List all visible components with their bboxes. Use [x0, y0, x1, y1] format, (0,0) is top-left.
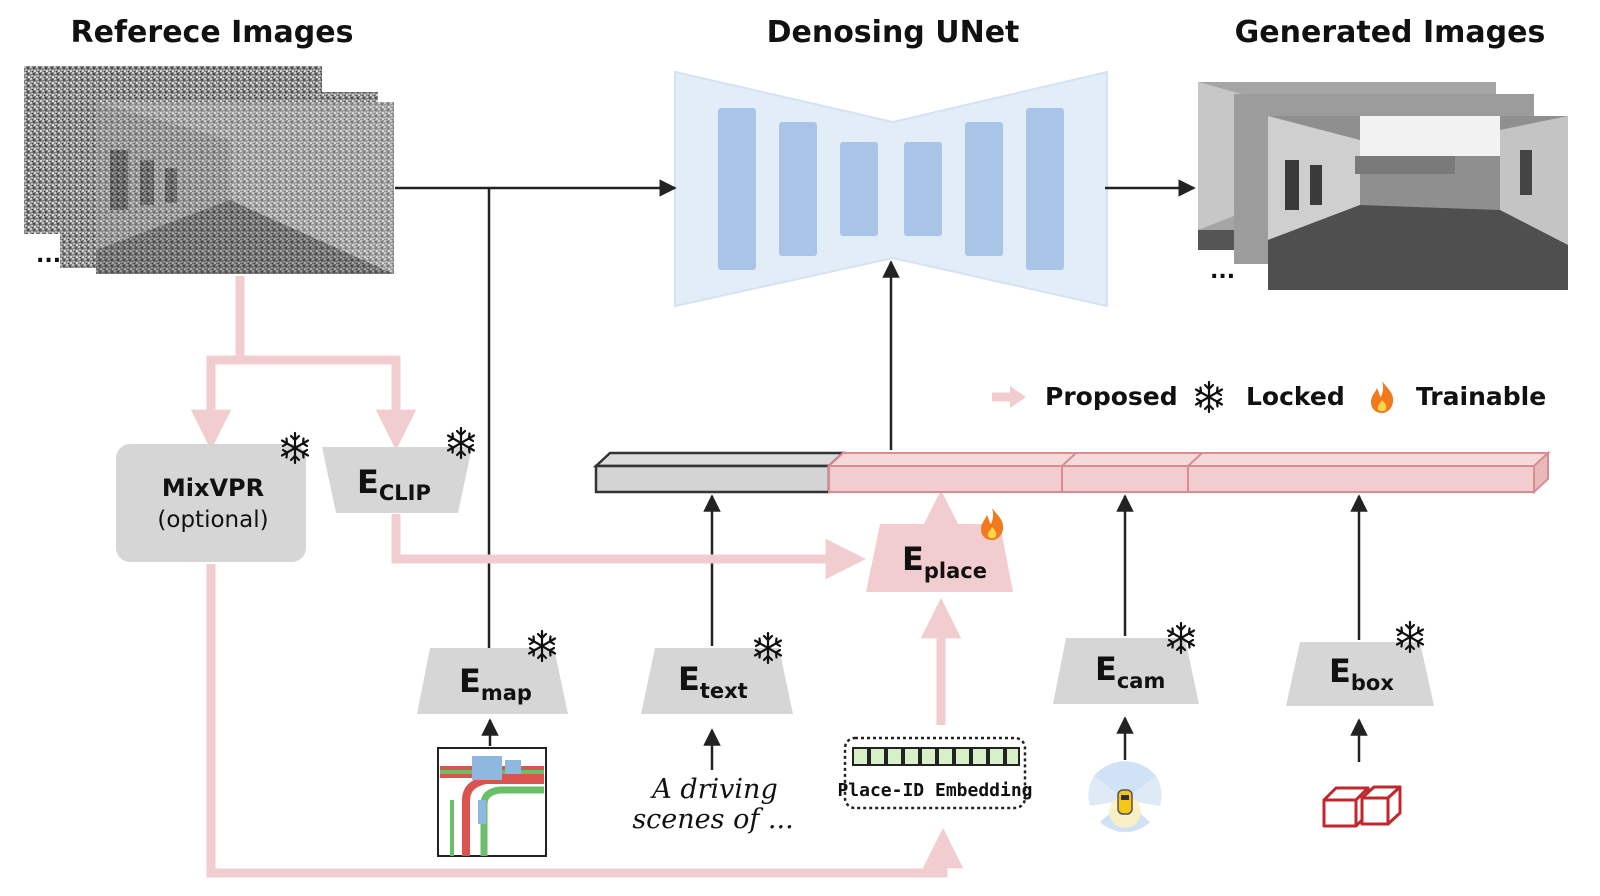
- mixvpr-label: MixVPR: [162, 474, 264, 502]
- camera-view-icon: [1088, 761, 1162, 833]
- text-encoder-label: Etext: [678, 660, 748, 703]
- embedding-cells: [852, 747, 1020, 766]
- mixvpr-optional-label: (optional): [157, 507, 268, 533]
- place-id-embedding: Place-ID Embedding: [837, 736, 1033, 810]
- bounding-box-icon: [1322, 785, 1402, 828]
- text-prompt-line-1: A driving: [649, 774, 777, 805]
- reference-image-front: [96, 102, 394, 274]
- reference-image-stack: ...: [24, 66, 394, 274]
- reference-images-heading: Referece Images: [71, 15, 354, 50]
- generated-images-heading: Generated Images: [1235, 15, 1546, 50]
- proposed-flow-paths: [190, 276, 964, 878]
- legend-proposed-label: Proposed: [1045, 382, 1178, 411]
- legend-locked-label: Locked: [1246, 382, 1345, 411]
- box-encoder: Ebox: [1286, 620, 1434, 706]
- unet-block: [1026, 108, 1064, 270]
- mixvpr-encoder: MixVPR (optional): [116, 431, 310, 562]
- generated-image-stack: ...: [1198, 82, 1568, 290]
- unet-block: [965, 122, 1003, 256]
- text-prompt-line-2: scenes of ...: [632, 804, 793, 835]
- box-encoder-label: Ebox: [1329, 652, 1394, 695]
- map-encoder-label: Emap: [459, 662, 532, 705]
- map-layout-thumbnail: [437, 747, 547, 857]
- place-encoder-label: Eplace: [902, 540, 987, 583]
- text-encoder: Etext: [641, 631, 793, 714]
- unet-heading: Denosing UNet: [767, 15, 1020, 50]
- generated-image-front: [1268, 116, 1568, 290]
- generated-ellipsis: ...: [1210, 259, 1235, 284]
- main-flow-arrows: [395, 179, 1368, 770]
- map-encoder: Emap: [417, 629, 568, 714]
- pink-arrow-icon: [992, 386, 1026, 408]
- camera-encoder: Ecam: [1053, 621, 1199, 704]
- unet-block: [840, 142, 878, 236]
- unet-block: [718, 108, 756, 270]
- condition-token-bar: [592, 450, 1551, 495]
- unet-block: [779, 122, 817, 256]
- snowflake-icon: [1194, 380, 1224, 414]
- camera-encoder-label: Ecam: [1095, 650, 1165, 693]
- clip-encoder-label: ECLIP: [357, 463, 431, 505]
- clip-encoder: ECLIP: [322, 426, 476, 513]
- unet-block: [904, 142, 942, 236]
- reference-ellipsis: ...: [36, 243, 61, 268]
- place-encoder: Eplace: [866, 508, 1013, 592]
- place-id-label: Place-ID Embedding: [837, 780, 1032, 801]
- legend: Proposed Locked Trainable: [992, 380, 1546, 414]
- flame-icon: [1371, 381, 1394, 413]
- denoising-unet: [674, 70, 1108, 308]
- flame-icon: [981, 508, 1004, 540]
- legend-trainable-label: Trainable: [1416, 382, 1546, 411]
